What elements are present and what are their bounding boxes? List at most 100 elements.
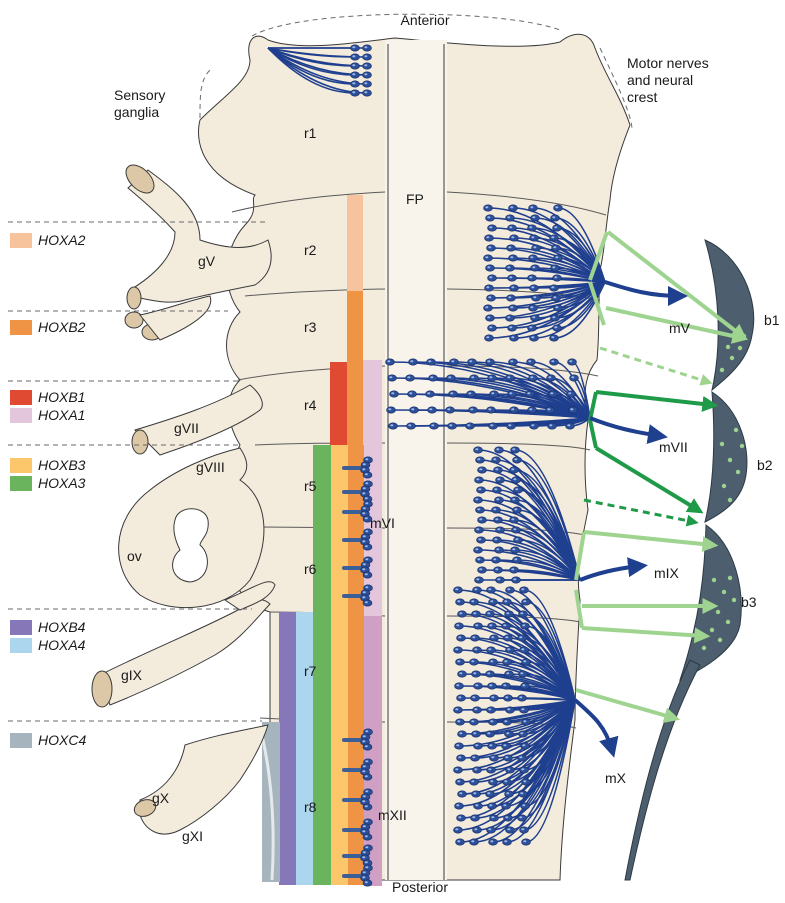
neuron-soma [505,671,514,677]
neuron-soma-highlight [479,468,482,470]
neuron-soma-highlight [362,540,365,542]
neuron-soma [529,305,538,311]
neuron-soma-highlight [429,408,432,410]
neuron-soma [409,359,418,365]
neuron-soma [493,487,502,493]
neuron-soma [548,423,557,429]
neuron-soma [568,359,577,365]
neuron-soma-highlight [507,648,510,650]
neuron-soma-highlight [515,538,518,540]
neuron-soma-highlight [519,636,522,638]
label-gviii: gVIII [196,459,225,475]
neuron-soma-highlight [363,563,366,565]
neuron-soma-highlight [507,316,510,318]
neuron-soma [504,695,513,701]
neuron-soma-highlight [510,256,513,258]
neuron-soma [520,767,529,773]
neuron-soma-highlight [567,424,570,426]
neuron-soma-highlight [471,840,474,842]
neuron-soma [485,335,494,341]
neuron-soma [531,215,540,221]
neuron-soma-highlight [553,246,556,248]
neuron-soma [522,779,531,785]
neuron-soma-highlight [447,408,450,410]
neuron-soma-highlight [365,545,368,547]
neuron-soma [486,315,495,321]
neuron-soma [471,755,480,761]
neuron-soma [518,755,527,761]
neuron-soma-highlight [519,696,522,698]
neuron-soma-highlight [364,46,367,48]
neuron-soma-highlight [490,840,493,842]
neuron-soma [469,407,478,413]
neuron-soma-highlight [363,463,366,465]
neuron-soma [471,815,480,821]
legend-gene-label: HOXA3 [38,475,86,491]
neuron-soma-highlight [468,392,471,394]
neuron-soma-highlight [505,696,508,698]
neuron-soma [514,537,523,543]
neuron-soma-highlight [530,256,533,258]
legend-swatch [10,638,32,653]
neuron-soma-highlight [531,424,534,426]
neuron-soma [363,774,372,780]
neuron-soma [520,647,529,653]
neuron-soma [488,803,497,809]
neuron-soma-highlight [475,744,478,746]
neuron-soma-highlight [457,840,460,842]
neuron-soma [457,695,466,701]
neuron-soma [449,391,458,397]
neuron-soma [492,557,501,563]
neuron-soma-highlight [504,840,507,842]
label-gvii: gVII [174,420,199,436]
neuron-soma-highlight [509,326,512,328]
neuron-soma-highlight [532,316,535,318]
neuron-soma-highlight [514,558,517,560]
neuron-soma [456,839,465,845]
neuron-soma-highlight [365,805,368,807]
neuron-soma [477,537,486,543]
neuron-soma [363,72,372,78]
neuron-soma-highlight [363,765,366,767]
neuron-soma [503,779,512,785]
neuron-soma [507,423,516,429]
neuron-soma [551,265,560,271]
neuron-soma [455,803,464,809]
neuron-soma-highlight [387,360,390,362]
neuron-soma [522,839,531,845]
neuron-soma-highlight [474,648,477,650]
legend-entry: HOXB2 [10,319,86,335]
legend-gene-label: HOXB1 [38,389,85,405]
neuron-soma-highlight [477,458,480,460]
neuron-soma [492,457,501,463]
neuron-soma-highlight [568,392,571,394]
neuron-soma [530,335,539,341]
neuron-soma-highlight [490,660,493,662]
neuron-soma [530,423,539,429]
neuron-soma [474,623,483,629]
neuron-soma-highlight [529,326,532,328]
neuron-soma-highlight [489,226,492,228]
neuron-soma [351,54,360,60]
neuron-soma-highlight [455,708,458,710]
neuron-soma [488,325,497,331]
neuron-soma [486,215,495,221]
neuron-soma-highlight [363,795,366,797]
neuron-soma [570,375,579,381]
neuron-soma-highlight [533,296,536,298]
neuron-soma-highlight [489,684,492,686]
neuron-soma [505,791,514,797]
neuron-soma-highlight [507,828,510,830]
neuron-soma-highlight [362,568,365,570]
neuron-soma-highlight [496,548,499,550]
legend-swatch [10,390,32,405]
neuron-soma-highlight [459,672,462,674]
neuron-soma-highlight [497,528,500,530]
neuron-soma [508,225,517,231]
neuron-soma-highlight [474,708,477,710]
neuron-soma-highlight [523,840,526,842]
neuron-soma-highlight [513,478,516,480]
neuron-soma-highlight [459,792,462,794]
legend-entry: HOXA2 [10,232,86,248]
neuron-soma [510,467,519,473]
